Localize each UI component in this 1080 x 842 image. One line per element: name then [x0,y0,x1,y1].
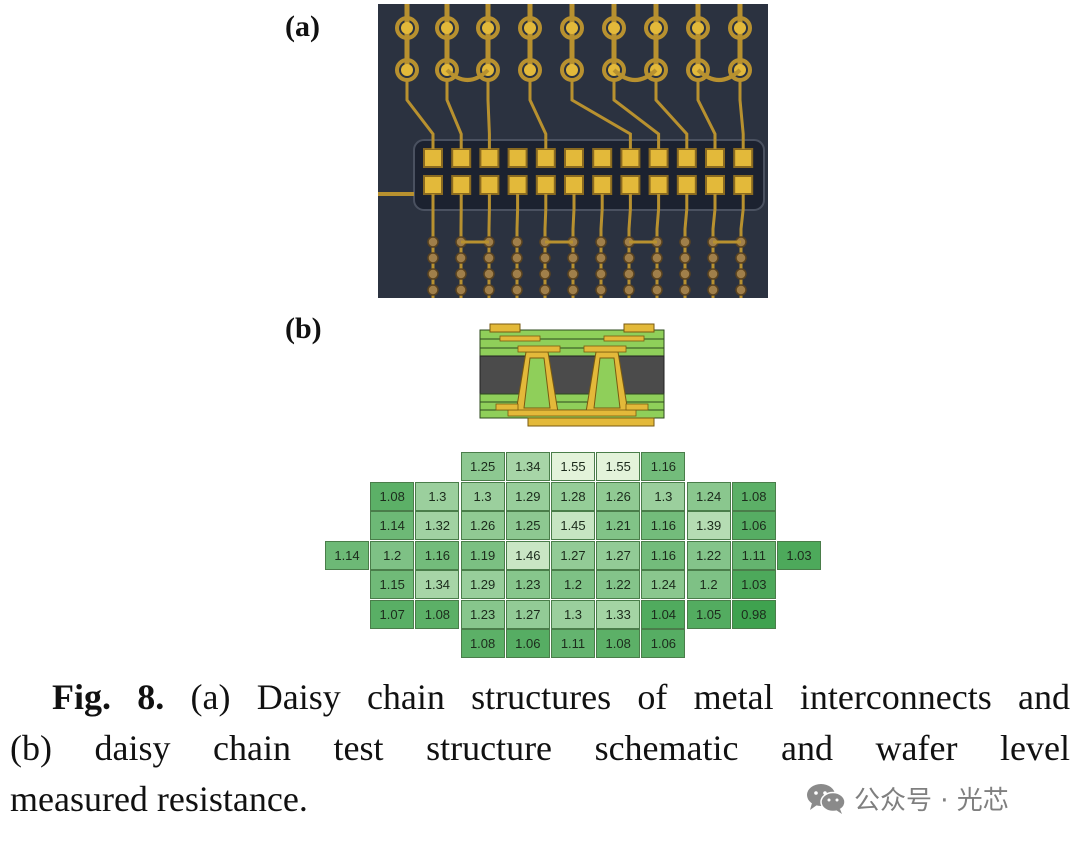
heatmap-cell: 1.06 [505,629,550,658]
heatmap-cell: 0.98 [731,599,776,629]
heatmap-cell: 1.29 [505,481,550,511]
heatmap-cell: 1.08 [731,481,776,511]
heatmap-cell: 1.27 [551,540,595,570]
heatmap-cell: 1.06 [731,511,776,540]
heatmap-cell: 1.16 [641,540,686,570]
heatmap-cell: 1.21 [596,511,641,540]
heatmap-cell: 1.25 [460,452,505,481]
heatmap-cell: 1.27 [505,599,550,629]
heatmap-cell: 1.55 [551,452,595,481]
heatmap-cell: 1.15 [370,570,415,599]
heatmap-cell: 1.26 [596,481,641,511]
heatmap-cell: 1.11 [551,629,595,658]
heatmap-cell: 1.16 [415,540,460,570]
figure-label: Fig. 8. [52,677,165,717]
heatmap-cell: 1.39 [686,511,731,540]
heatmap-cell: 1.27 [596,540,641,570]
heatmap-cell: 1.06 [641,629,686,658]
heatmap-cell: 1.55 [596,452,641,481]
heatmap-cell: 1.3 [551,599,595,629]
heatmap-cell: 1.26 [460,511,505,540]
caption-line-3: measured resistance. [10,779,308,819]
daisy-chain-micrograph [378,4,768,298]
heatmap-cell: 1.46 [505,540,550,570]
heatmap-cell: 1.23 [505,570,550,599]
heatmap-cell: 1.03 [731,570,776,599]
heatmap-cell: 1.45 [551,511,595,540]
heatmap-cell: 1.3 [415,481,460,511]
heatmap-cell: 1.2 [370,540,415,570]
heatmap-cell: 1.24 [686,481,731,511]
caption-line-1: Fig. 8. (a) Daisy chain structures of me… [10,672,1070,723]
wechat-icon [807,784,846,814]
heatmap-cell: 1.34 [415,570,460,599]
heatmap-cell: 1.24 [641,570,686,599]
heatmap-cell: 1.11 [731,540,776,570]
heatmap-cell: 1.22 [686,540,731,570]
caption-text-1: (a) Daisy chain structures of metal inte… [164,677,1071,717]
heatmap-cell: 1.34 [505,452,550,481]
heatmap-cell: 1.16 [641,452,686,481]
heatmap-cell: 1.25 [505,511,550,540]
figure-caption: Fig. 8. (a) Daisy chain structures of me… [10,672,1070,825]
panel-label-a: (a) [285,10,320,43]
heatmap-cell: 1.23 [460,599,505,629]
heatmap-cell: 1.08 [370,481,415,511]
heatmap-cell: 1.33 [596,599,641,629]
heatmap-cell: 1.2 [551,570,595,599]
heatmap-cell: 1.08 [415,599,460,629]
heatmap-cell: 1.3 [460,481,505,511]
watermark: 公众号 · 光芯 [806,780,1009,816]
heatmap-cell: 1.22 [596,570,641,599]
heatmap-cell: 1.05 [686,599,731,629]
heatmap-cell: 1.08 [460,629,505,658]
panel-label-b: (b) [285,312,322,345]
heatmap-cell: 1.29 [460,570,505,599]
cross-section-schematic [479,323,665,427]
heatmap-cell: 1.3 [641,481,686,511]
heatmap-cell: 1.14 [325,540,369,570]
watermark-text: 公众号 · 光芯 [854,785,1009,816]
heatmap-cell: 1.19 [460,540,505,570]
heatmap-cell: 1.2 [686,570,731,599]
heatmap-cell: 1.03 [777,540,821,570]
heatmap-cell: 1.08 [596,629,641,658]
heatmap-cell: 1.32 [415,511,460,540]
heatmap-cell: 1.07 [370,599,415,629]
heatmap-cell: 1.16 [641,511,686,540]
heatmap-cell: 1.14 [370,511,415,540]
heatmap-cell: 1.04 [641,599,686,629]
caption-line-2: (b) daisy chain test structure schematic… [10,728,1070,768]
heatmap-cell: 1.28 [551,481,595,511]
